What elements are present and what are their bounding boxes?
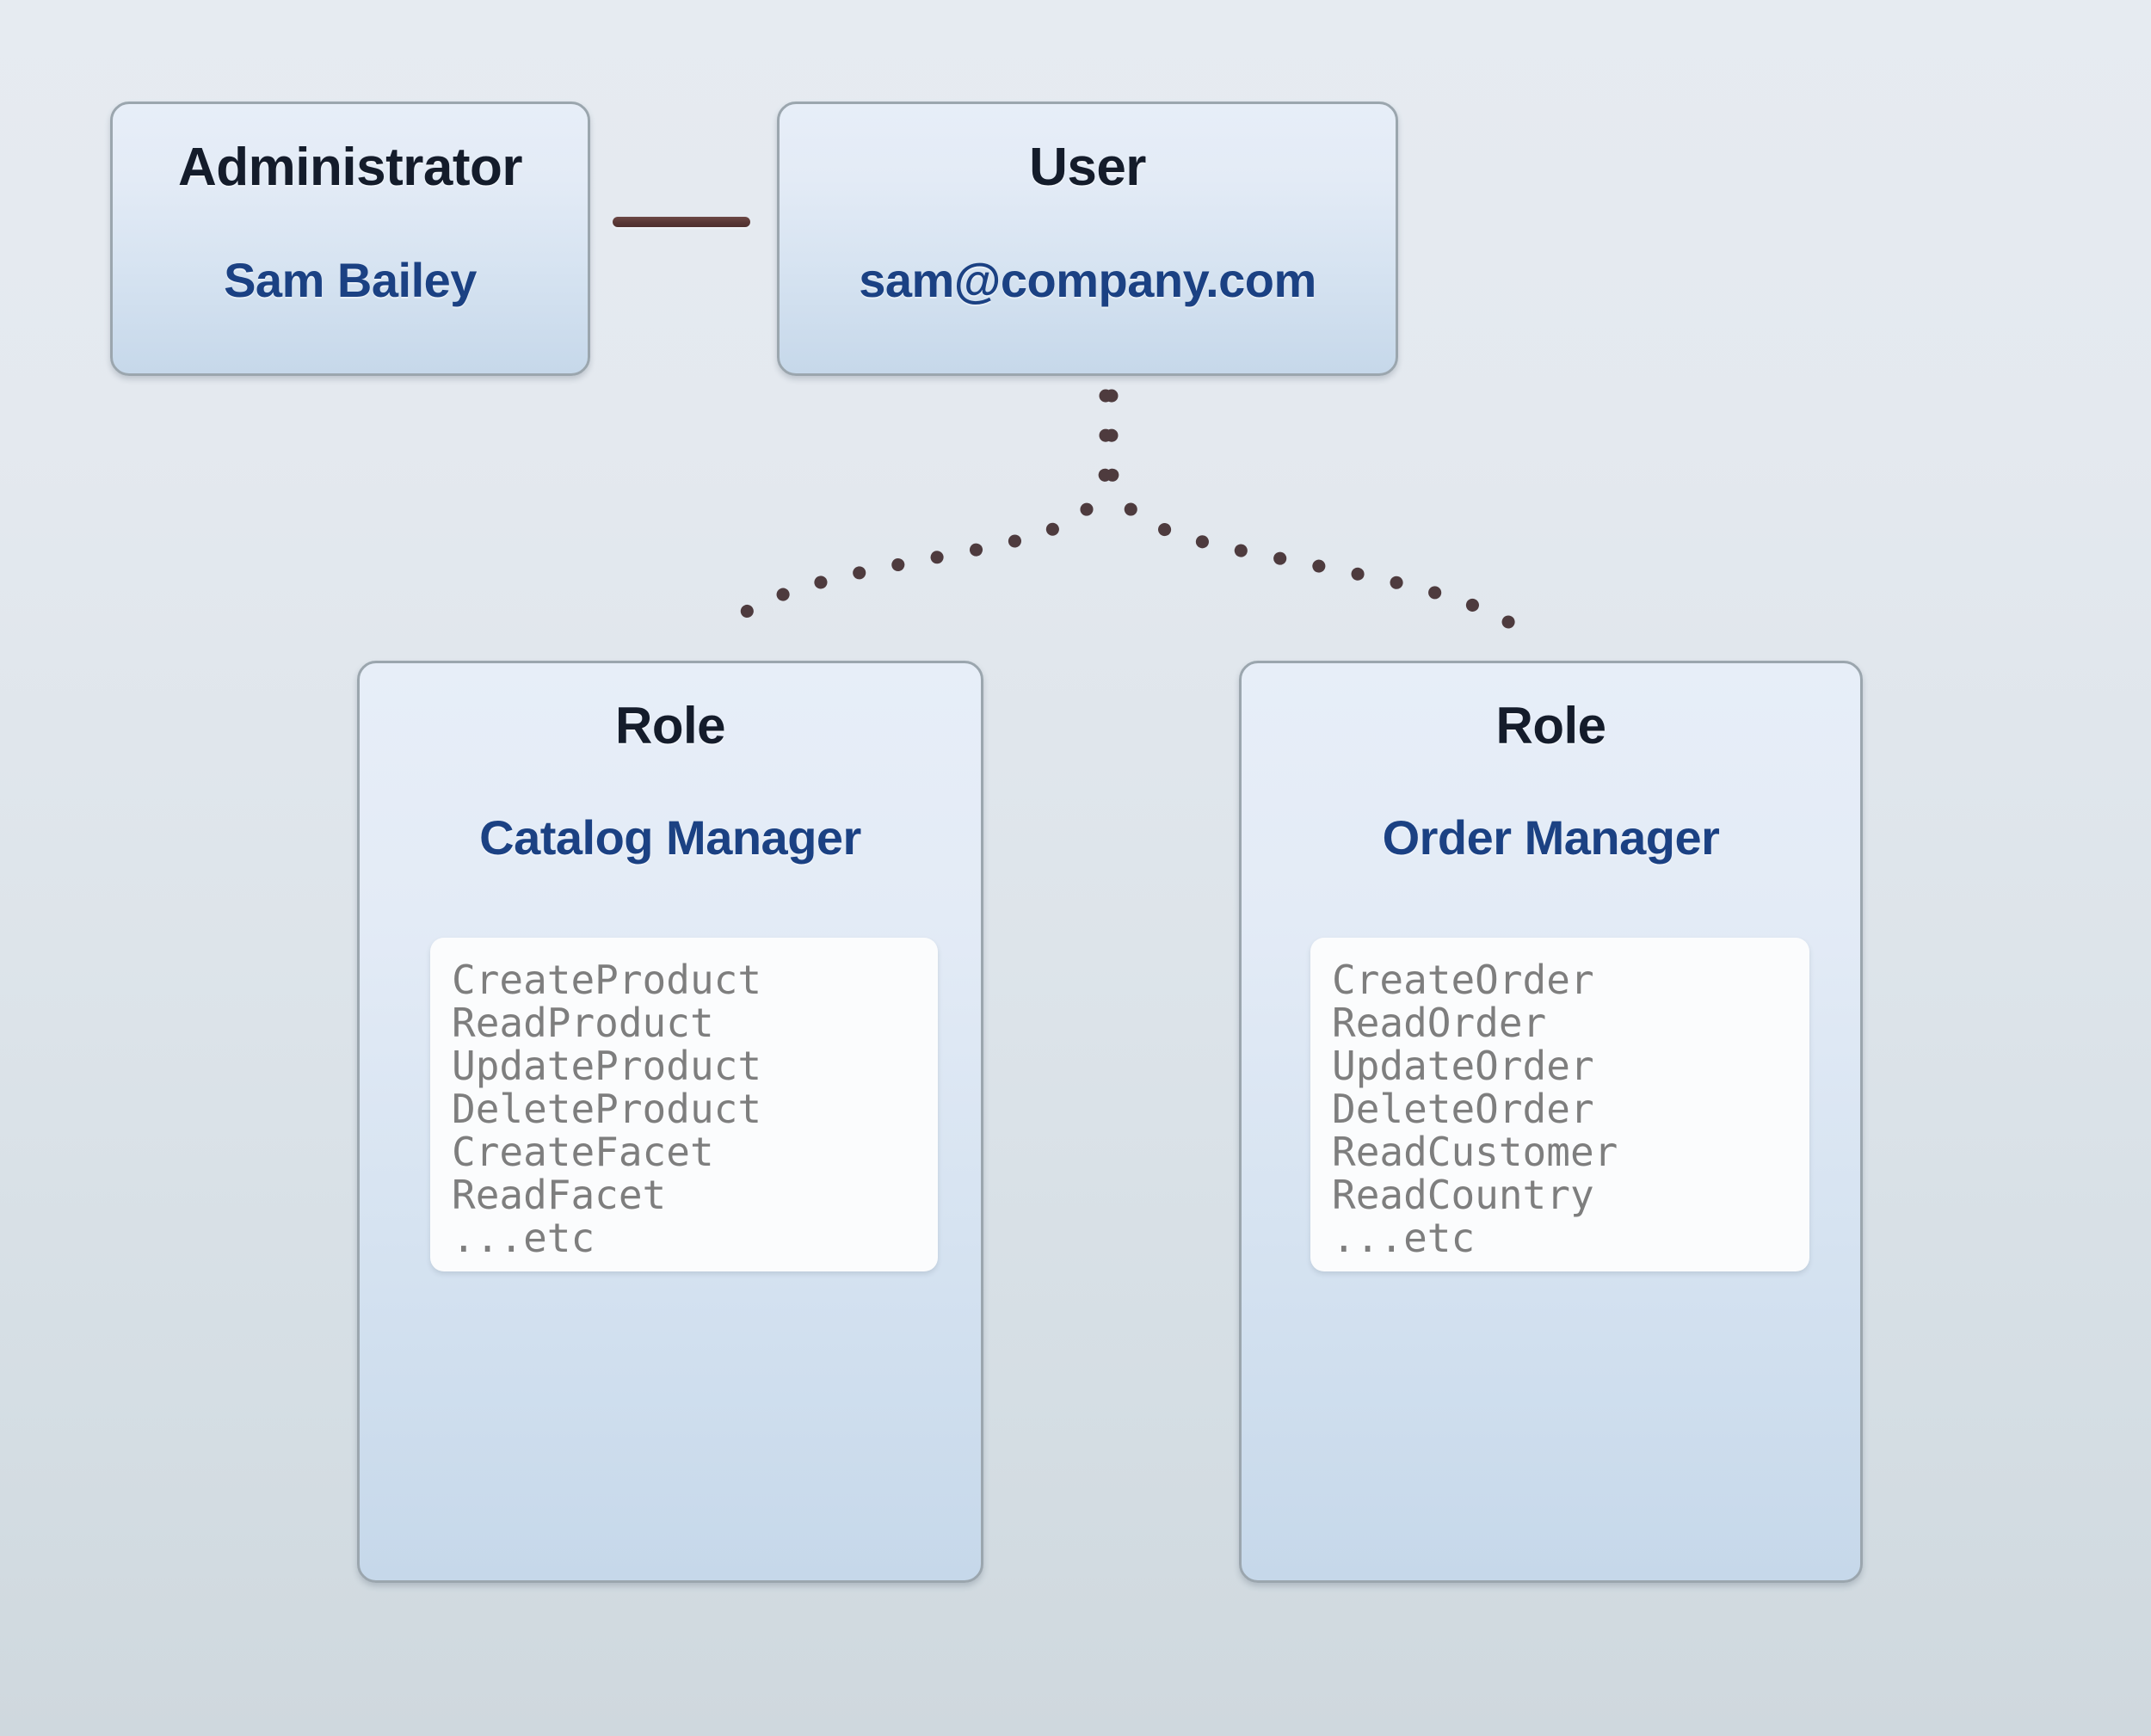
permission-item: ReadCountry: [1332, 1172, 1594, 1218]
user-type-label: User: [1029, 138, 1146, 197]
permission-list-panel: CreateProduct ReadProduct UpdateProduct …: [430, 938, 938, 1271]
permission-list-panel: CreateOrder ReadOrder UpdateOrder Delete…: [1310, 938, 1809, 1271]
user-email-value: sam@company.com: [859, 253, 1316, 307]
role-name-value: Catalog Manager: [479, 810, 861, 865]
user-to-catalog-manager-connector: [716, 389, 1112, 635]
permission-item: UpdateProduct: [452, 1043, 762, 1089]
role-type-label: Role: [1495, 697, 1606, 754]
role-card-order-manager[interactable]: Role Order Manager CreateOrder ReadOrder…: [1239, 661, 1863, 1583]
administrator-name-value: Sam Bailey: [224, 253, 477, 307]
permission-item: CreateFacet: [452, 1129, 714, 1175]
administrator-type-label: Administrator: [178, 138, 522, 197]
permission-item: UpdateOrder: [1332, 1043, 1594, 1089]
permission-item: CreateOrder: [1332, 957, 1594, 1003]
permission-item: DeleteProduct: [452, 1086, 762, 1132]
role-name-value: Order Manager: [1382, 810, 1720, 865]
user-to-order-manager-connector: [1105, 389, 1538, 645]
user-entity-card[interactable]: User sam@company.com: [777, 102, 1398, 376]
role-type-label: Role: [614, 697, 726, 754]
permission-item: ReadFacet: [452, 1172, 667, 1218]
permission-item: ReadCustomer: [1332, 1129, 1618, 1175]
administrator-entity-card[interactable]: Administrator Sam Bailey: [110, 102, 590, 376]
role-card-catalog-manager[interactable]: Role Catalog Manager CreateProduct ReadP…: [357, 661, 983, 1583]
permission-item: ReadProduct: [452, 1000, 714, 1046]
permission-item: ...etc: [452, 1215, 595, 1261]
permission-item: ReadOrder: [1332, 1000, 1547, 1046]
permission-item: DeleteOrder: [1332, 1086, 1594, 1132]
permission-item: CreateProduct: [452, 957, 762, 1003]
permission-item: ...etc: [1332, 1215, 1476, 1261]
administrator-user-association-line: [613, 217, 750, 227]
